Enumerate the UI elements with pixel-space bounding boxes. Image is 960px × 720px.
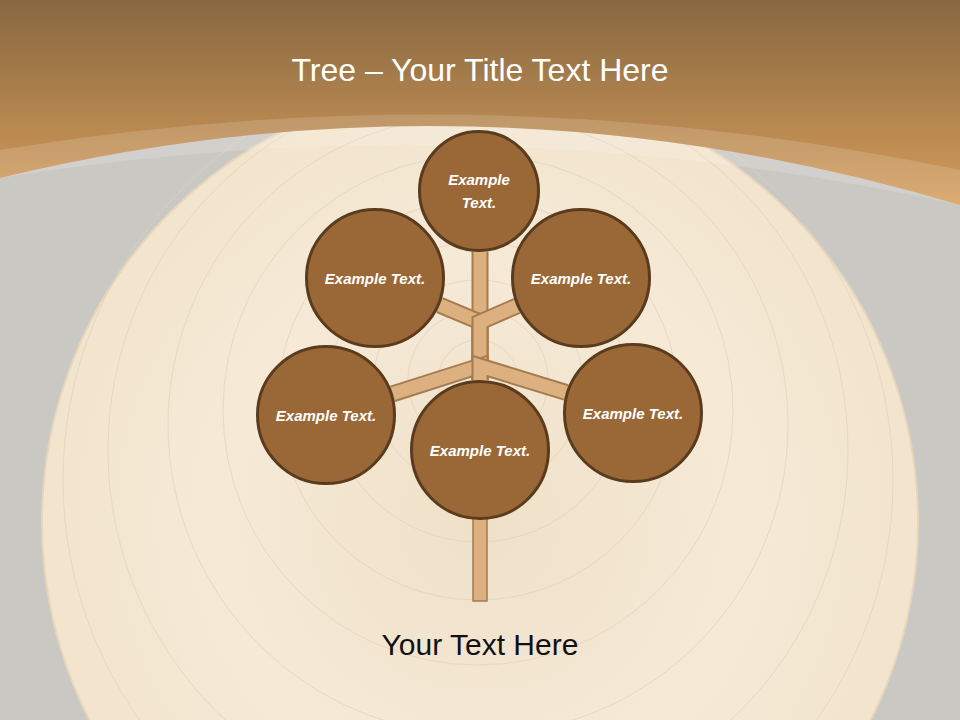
tree-circle: Example Text.	[511, 208, 651, 348]
tree-circle: Example Text.	[410, 380, 550, 520]
tree-trunk	[473, 515, 487, 601]
slide-title: Tree – Your Title Text Here	[0, 52, 960, 89]
tree-circle: Example Text.	[418, 130, 540, 252]
wood-disc	[42, 84, 918, 720]
caption-text: Your Text Here	[382, 628, 579, 662]
node-text: Example Text.	[276, 404, 376, 427]
node-text: Example Text.	[583, 402, 683, 425]
circle-outline	[418, 130, 540, 252]
circle-shape	[420, 132, 539, 251]
circle-shape	[412, 382, 549, 519]
circle-shape	[513, 210, 650, 347]
circle-shape	[307, 210, 444, 347]
node-text: Example Text.	[325, 267, 425, 290]
tree-circle: Example Text.	[563, 343, 703, 483]
tree-circle: Example Text.	[305, 208, 445, 348]
circle-shape	[565, 345, 702, 482]
node-text: Example Text.	[531, 267, 631, 290]
tree-circle: Example Text.	[256, 345, 396, 485]
node-text: Example Text.	[430, 439, 530, 462]
node-text: Example Text.	[435, 168, 523, 214]
circle-shape	[258, 347, 395, 484]
